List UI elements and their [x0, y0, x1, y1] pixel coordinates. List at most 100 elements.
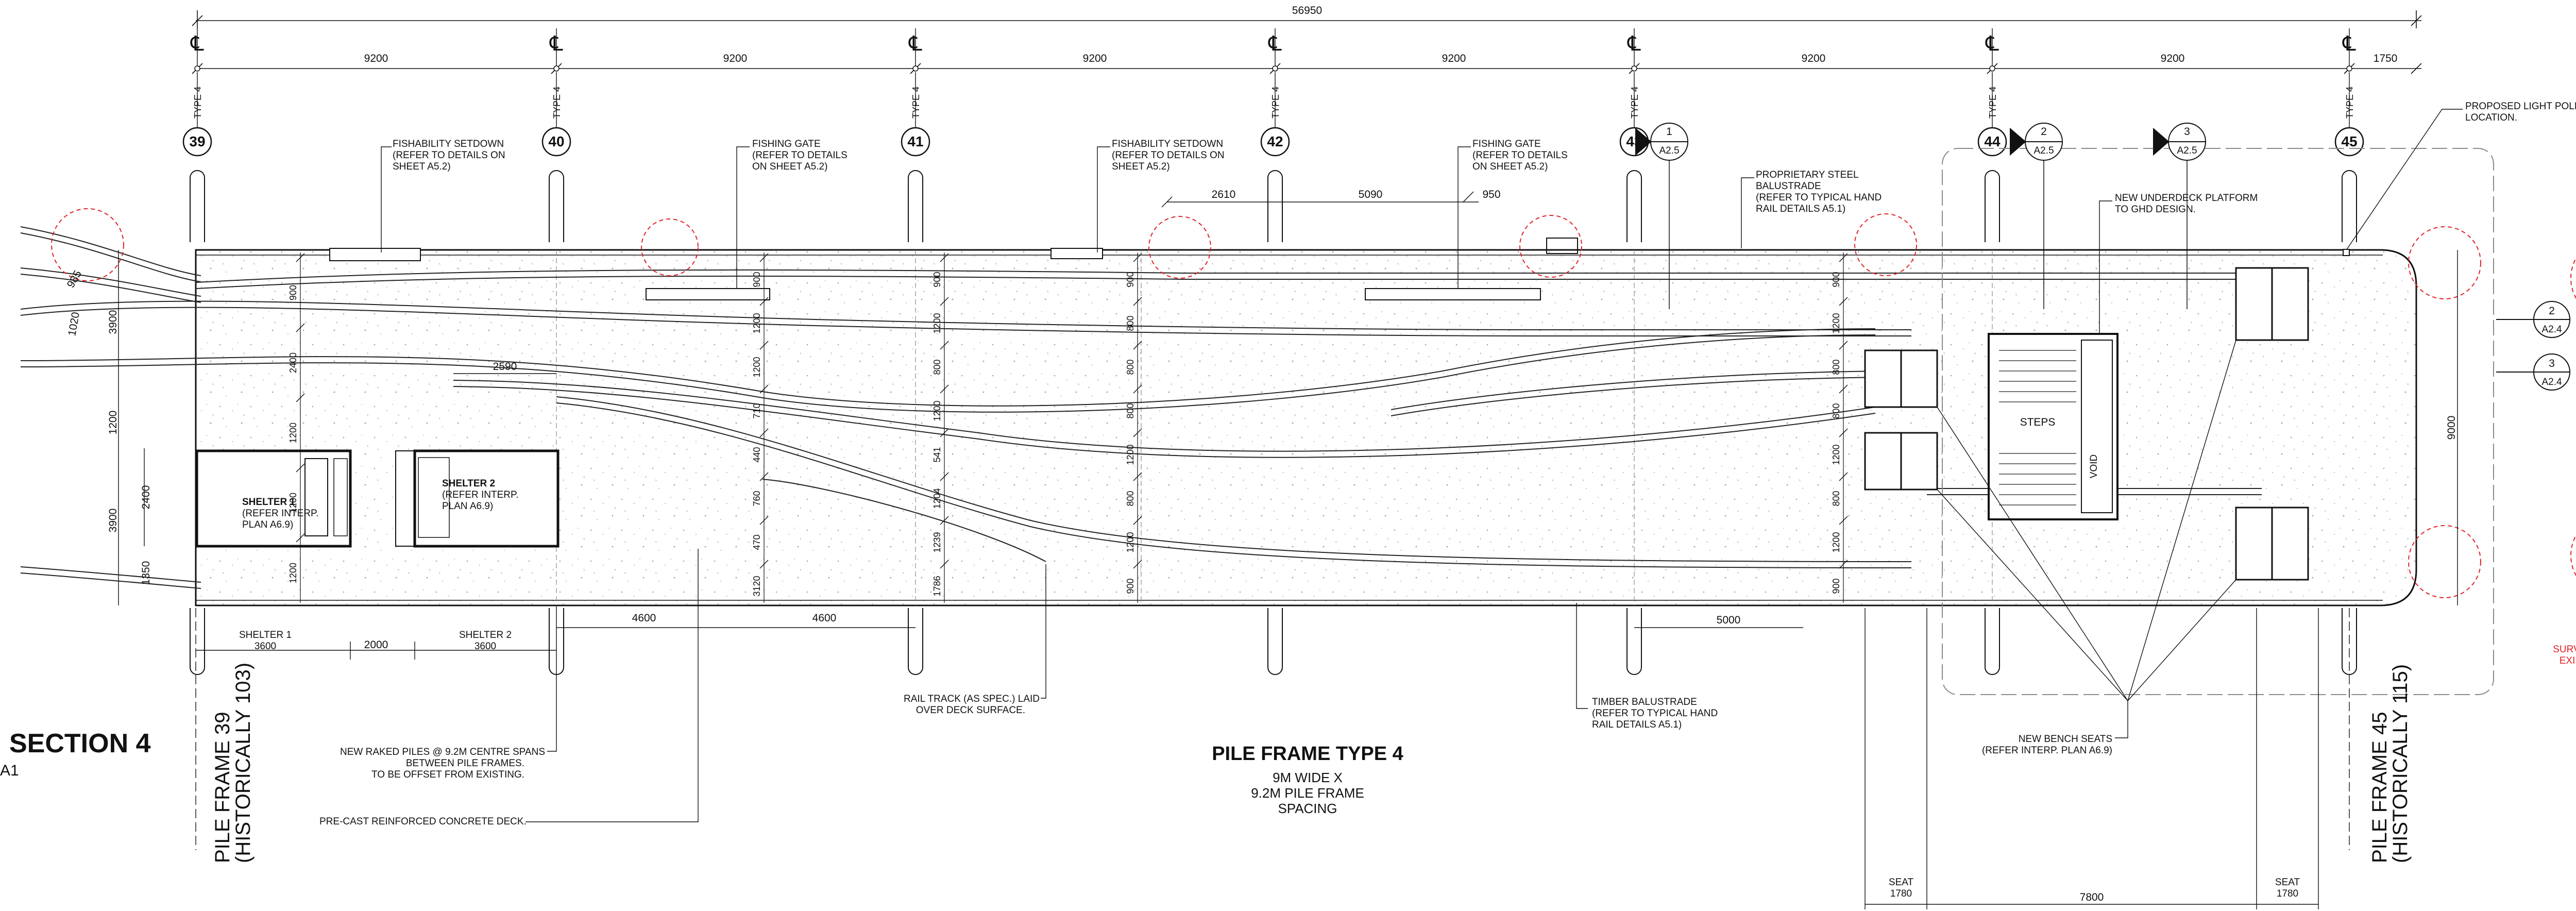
column-dimension: 1200 — [1831, 444, 1841, 465]
column-dimension: 800 — [1125, 315, 1136, 331]
light-pole-marker — [2343, 249, 2350, 256]
column-dimension: 900 — [1125, 272, 1136, 287]
pile-frame-45-title: PILE FRAME 45 — [2368, 712, 2391, 863]
note-line: (REFER TO TYPICAL HAND — [1756, 192, 1882, 203]
grid-type-label: TYPE 4 — [552, 87, 562, 119]
dim-seat-right: 1780 — [2277, 888, 2298, 899]
note-fishability-1: FISHABILITY SETDOWN (REFER TO DETAILS ON… — [393, 139, 505, 172]
top-marker-number: 3 — [2184, 126, 2190, 138]
centerline-icon: ℄ — [190, 32, 204, 55]
note-line: RAIL TRACK (AS SPEC.) LAID — [904, 694, 1040, 704]
dim-shelter-2: SHELTER 2 — [459, 630, 512, 640]
column-dimension: 800 — [1125, 403, 1136, 418]
column-dimension: 800 — [1831, 491, 1841, 506]
note-raked-piles: NEW RAKED PILES @ 9.2M CENTRE SPANS BETW… — [340, 747, 545, 780]
note-underdeck: NEW UNDERDECK PLATFORM TO GHD DESIGN. — [2115, 193, 2258, 215]
note-light-pole: PROPOSED LIGHT POLE LOCATION. — [2465, 101, 2576, 123]
steps-void: STEPS VOID — [1988, 333, 2119, 520]
note-line: NEW UNDERDECK PLATFORM — [2115, 193, 2258, 204]
dim-left: 3900 — [107, 310, 119, 334]
span-dimension: 9200 — [1802, 53, 1826, 64]
note-deck: PRE-CAST REINFORCED CONCRETE DECK. — [319, 816, 527, 827]
column-dimension: 1204 — [932, 488, 942, 509]
center-subtitle: SPACING — [1278, 801, 1337, 816]
right-marker-sheet: A2.4 — [2541, 324, 2562, 335]
right-marker-number: 2 — [2549, 305, 2555, 317]
top-marker-sheet: A2.5 — [1659, 145, 1679, 156]
grid-bubble — [182, 127, 212, 157]
column-dimension: 1200 — [288, 563, 298, 583]
overall-dimension: 56950 — [1292, 5, 1322, 16]
column-dimension: 800 — [932, 359, 942, 375]
grid-type-label: TYPE 4 — [2345, 87, 2355, 119]
dim-5000: 5000 — [1717, 614, 1741, 626]
dim-4600: 4600 — [632, 612, 656, 624]
column-dimension: 1239 — [932, 532, 942, 552]
column-dimension: 710 — [752, 403, 762, 418]
grid-type-label: TYPE 4 — [1270, 87, 1281, 119]
span-dimension: 9200 — [723, 53, 748, 64]
note-fishing-gate-1: FISHING GATE (REFER TO DETAILS ON SHEET … — [752, 139, 848, 172]
note-timber-balustrade: TIMBER BALUSTRADE (REFER TO TYPICAL HAND… — [1592, 697, 1718, 730]
grid-type-label: TYPE 4 — [193, 87, 203, 119]
note-fishing-gate-2: FISHING GATE (REFER TO DETAILS ON SHEET … — [1472, 139, 1568, 172]
pile-stub — [2342, 170, 2357, 242]
note-line: PROPOSED LIGHT POLE — [2465, 101, 2576, 112]
note-bench-seats: NEW BENCH SEATS (REFER INTERP. PLAN A6.9… — [1982, 734, 2112, 756]
note-line: SURVEYED LOCATIONS OF — [2553, 644, 2576, 655]
column-dimension: 800 — [1125, 359, 1136, 375]
pile-frame-39-title: PILE FRAME 39 — [211, 712, 234, 863]
bench-seats — [1864, 267, 2309, 581]
column-dimension: 900 — [932, 272, 942, 287]
note-line: OVER DECK SURFACE. — [916, 705, 1025, 716]
leader-lines — [381, 109, 2463, 822]
dim-2590: 2590 — [493, 361, 517, 373]
grid-number: 40 — [548, 133, 564, 149]
timber-pile-markups — [51, 208, 2576, 598]
dim-seat-left: SEAT — [1889, 877, 1914, 888]
dim-left: 1200 — [107, 411, 119, 435]
note-line: TO GHD DESIGN. — [2115, 204, 2196, 215]
rail-tracks — [20, 226, 2262, 589]
column-dimension: 1200 — [932, 313, 942, 333]
dim-shelter-1: 3600 — [255, 641, 276, 652]
section-markers-top — [1635, 123, 2206, 309]
grid-number: 45 — [2341, 133, 2357, 149]
column-dimension: 800 — [1831, 359, 1841, 375]
pile-stub — [549, 170, 564, 242]
upper-dimensions — [453, 191, 1479, 374]
shelter-2: SHELTER 2 (REFER INTERP. PLAN A6.9) — [395, 449, 560, 548]
note-line: FISHABILITY SETDOWN — [393, 139, 504, 149]
span-dimension: 9200 — [1442, 53, 1466, 64]
pile-stub — [908, 170, 923, 242]
note-line: RAIL DETAILS A5.1) — [1592, 719, 1682, 730]
top-marker-sheet: A2.5 — [2033, 145, 2054, 156]
dim-2610: 2610 — [1212, 189, 1236, 200]
note-line: BETWEEN PILE FRAMES. — [406, 758, 524, 769]
grid-number: 44 — [1984, 133, 2001, 149]
grid-line-42: ℄TYPE 442 — [1260, 28, 1290, 675]
dim-left: 3900 — [107, 509, 119, 533]
column-dimension: 800 — [1831, 403, 1841, 418]
column-dimension: 900 — [752, 272, 762, 287]
right-marker-number: 3 — [2549, 358, 2555, 369]
deck-edge-recesses — [329, 238, 1578, 300]
column-dimension: 900 — [1831, 578, 1841, 594]
column-dimension: 1200 — [1125, 532, 1136, 552]
column-dimension: 1786 — [932, 576, 942, 596]
column-dimension: 900 — [1125, 578, 1136, 594]
note-line: TO BE OFFSET FROM EXISTING. — [371, 769, 524, 780]
top-marker-sheet: A2.5 — [2177, 145, 2197, 156]
note-line: SHEET A5.2) — [393, 161, 451, 172]
column-dimension: 2400 — [288, 352, 298, 373]
shelter-1-title: SHELTER 1 — [242, 497, 296, 508]
column-dimension: 1200 — [752, 357, 762, 377]
bottom-dimensions — [195, 608, 2350, 909]
pile-stub — [1267, 608, 1283, 675]
shelter-1-line: (REFER INTERP. — [242, 508, 319, 519]
pile-stub — [190, 608, 205, 675]
grid-number: 39 — [189, 133, 205, 149]
note-line: EXISTING TIMBER PILES — [2560, 655, 2576, 666]
grid-lines: ℄TYPE 439℄TYPE 440℄TYPE 441℄TYPE 442℄TYP… — [182, 28, 2364, 675]
column-dimension: 1200 — [1831, 532, 1841, 552]
